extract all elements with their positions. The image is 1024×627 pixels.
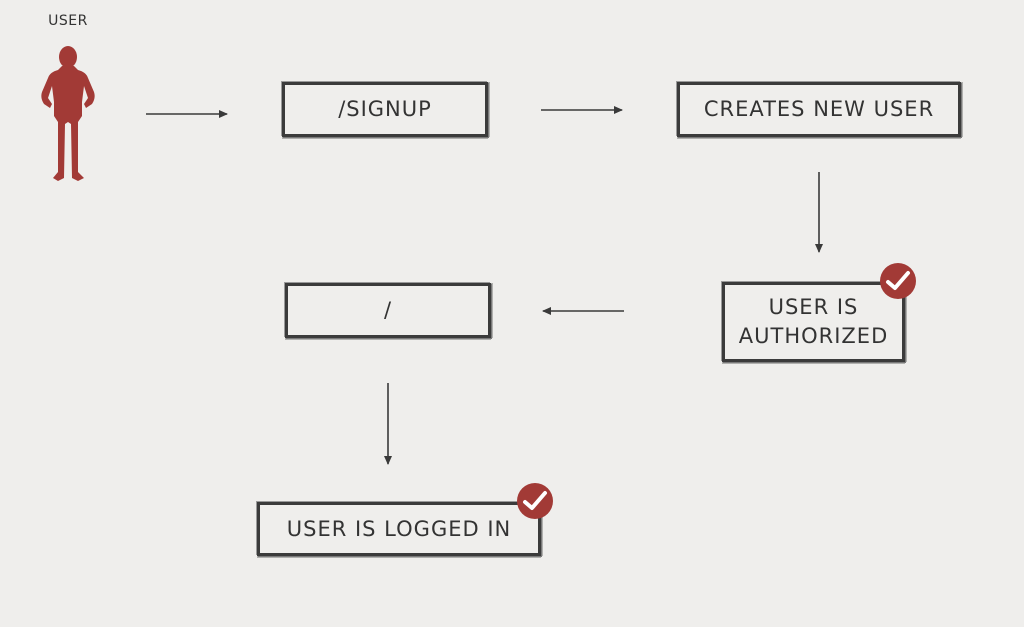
- user-label: USER: [48, 13, 88, 29]
- logged-in-step-label: USER IS LOGGED IN: [286, 516, 512, 541]
- person-silhouette-icon: [41, 46, 95, 181]
- creates-user-step-box: CREATES NEW USER: [677, 82, 961, 137]
- root-page-step-label: /: [383, 298, 393, 322]
- authorized-step-box: USER IS AUTHORIZED: [722, 282, 905, 362]
- authorized-step-label-line2: AUTHORIZED: [738, 324, 889, 348]
- logged-in-step-box: USER IS LOGGED IN: [257, 502, 541, 556]
- signup-step-label: /SIGNUP: [338, 97, 432, 121]
- checkmark-badge-icon: [880, 263, 916, 299]
- creates-user-step-label: CREATES NEW USER: [703, 97, 935, 121]
- checkmark-badge-icon: [517, 483, 553, 519]
- authorized-step-label-line1: USER IS: [768, 295, 859, 319]
- root-page-step-box: /: [285, 283, 491, 338]
- signup-step-box: /SIGNUP: [282, 82, 488, 137]
